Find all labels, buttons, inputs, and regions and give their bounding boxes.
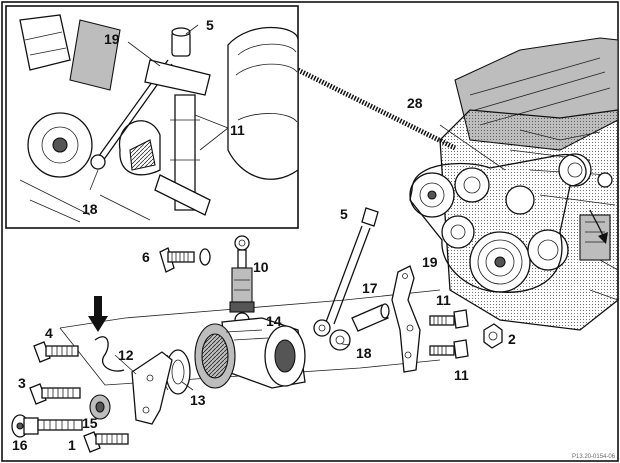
part-5-rod [313,207,379,337]
part-19-bracket [391,265,421,373]
engine-drawing [409,37,619,331]
callout-28: 28 [407,95,423,111]
callout-11a: 11 [436,292,451,308]
drawing-stamp: P13.20-0154-06 [572,454,616,460]
callout-6: 6 [142,249,150,265]
callout-1: 1 [68,437,76,453]
part-2-nut [483,323,503,349]
callout-11b: 11 [454,367,469,383]
callout-inset-19: 19 [104,31,120,47]
callout-19: 19 [422,254,438,270]
leader-28 [439,124,506,171]
part-3-bolt [29,383,81,405]
part-6-bolt [159,247,211,273]
part-14-tensioner [194,317,351,389]
callout-12: 12 [118,347,134,363]
callout-inset-18: 18 [82,201,98,217]
part-17-pin [351,303,390,332]
callout-13: 13 [190,392,206,408]
callout-4: 4 [45,325,53,341]
callout-labels: 5 19 11 18 28 5 6 10 17 19 14 11 2 4 12 … [12,17,516,453]
part-16-bolt [11,414,83,438]
part-10-shock [229,235,255,328]
callout-16: 16 [12,437,28,453]
spring-clip [94,336,125,372]
part-12-plate [131,351,173,425]
callout-inset-11: 11 [230,122,245,138]
callout-inset-5: 5 [206,17,214,33]
callout-17: 17 [362,280,378,296]
inset-panel [5,5,299,229]
callout-15: 15 [82,415,98,431]
part-1-bolt [83,431,129,453]
part-4-bolt [33,341,79,363]
callout-2: 2 [508,331,516,347]
part-15-spacer [89,394,111,420]
part-11-bolts [429,309,469,359]
callout-14: 14 [266,313,282,329]
exploded-parts [11,207,503,453]
inset-leader [296,67,457,151]
callout-10: 10 [253,259,269,275]
down-arrow [88,296,108,332]
callout-3: 3 [18,375,26,391]
callout-18: 18 [356,345,372,361]
callout-5: 5 [340,206,348,222]
